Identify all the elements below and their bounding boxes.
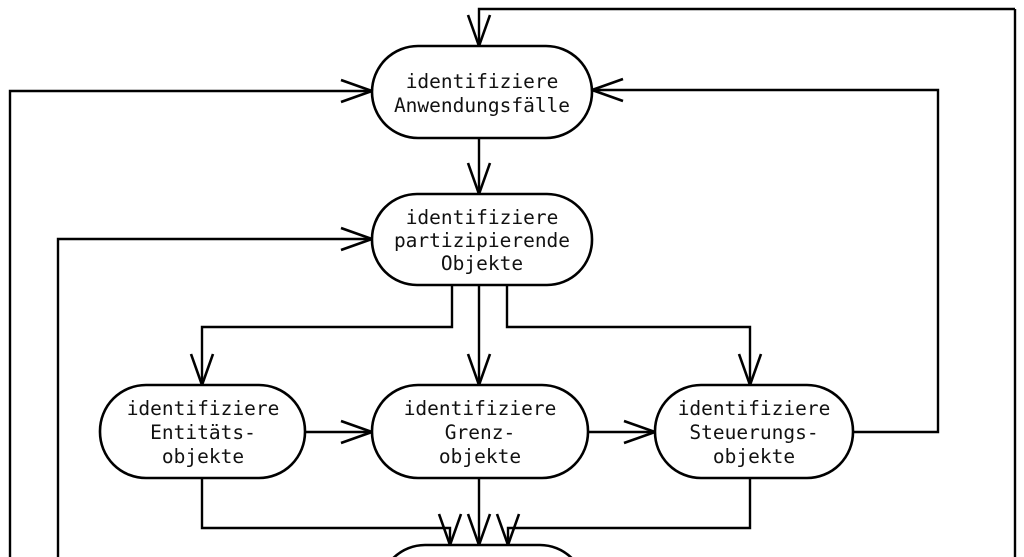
edge-top-feedback-into-anwendungsfaelle — [466, 7, 1015, 50]
edge-grenzobjekte-to-steuerungsobjekte — [588, 419, 659, 445]
node-label-partizipierende-objekte-line3: Objekte — [441, 252, 523, 275]
node-shape-anwendungsfaelle[interactable] — [370, 44, 594, 140]
node-identifiziere-grenzobjekte[interactable]: identifiziere Grenz- objekte — [370, 383, 590, 480]
edge-entitaetsobjekte-to-bottom-node — [200, 478, 463, 549]
edge-left-outer-into-anwendungsfaelle — [8, 78, 376, 557]
node-label-entitaetsobjekte-line2: Entitäts- — [150, 421, 256, 444]
node-label-partizipierende-objekte-line1: identifiziere — [406, 206, 559, 229]
edge-steuerungsobjekte-to-bottom-node — [495, 478, 752, 549]
node-label-anwendungsfaelle-line1: identifiziere — [406, 70, 559, 93]
node-identifiziere-partizipierende-objekte[interactable]: identifiziere partizipierende Objekte — [370, 192, 594, 287]
node-label-grenzobjekte-line1: identifiziere — [404, 397, 557, 420]
node-label-grenzobjekte-line3: objekte — [439, 445, 521, 468]
node-shape-steuerungsobjekte[interactable] — [653, 383, 855, 480]
node-shape-partizipierende-objekte[interactable] — [370, 192, 594, 287]
edge-steuerungsobjekte-to-anwendungsfaelle — [588, 77, 940, 434]
node-bottom-clipped[interactable] — [380, 543, 585, 557]
node-label-steuerungsobjekte-line2: Steuerungs- — [689, 421, 818, 444]
node-shape-bottom-clipped[interactable] — [380, 543, 585, 557]
node-label-partizipierende-objekte-line2: partizipierende — [394, 229, 570, 252]
node-shape-entitaetsobjekte[interactable] — [98, 383, 307, 480]
node-identifiziere-entitaetsobjekte[interactable]: identifiziere Entitäts- objekte — [98, 383, 307, 480]
node-label-grenzobjekte-line2: Grenz- — [445, 421, 515, 444]
node-label-entitaetsobjekte-line3: objekte — [162, 445, 244, 468]
node-label-entitaetsobjekte-line1: identifiziere — [127, 397, 280, 420]
edge-entitaetsobjekte-to-grenzobjekte — [305, 419, 376, 445]
edge-partizipierende-objekte-to-steuerungsobjekte — [505, 285, 763, 389]
edge-partizipierende-objekte-to-grenzobjekte — [466, 285, 492, 389]
edge-grenzobjekte-to-bottom-node — [466, 478, 492, 549]
node-label-steuerungsobjekte-line3: objekte — [713, 445, 795, 468]
node-label-anwendungsfaelle-line2: Anwendungsfälle — [394, 94, 570, 117]
node-shape-grenzobjekte[interactable] — [370, 383, 590, 480]
node-identifiziere-steuerungsobjekte[interactable]: identifiziere Steuerungs- objekte — [653, 383, 855, 480]
edge-partizipierende-objekte-to-entitaetsobjekte — [189, 285, 454, 389]
edge-anwendungsfaelle-to-partizipierende-objekte — [466, 138, 492, 198]
node-label-steuerungsobjekte-line1: identifiziere — [678, 397, 831, 420]
node-identifiziere-anwendungsfaelle[interactable]: identifiziere Anwendungsfälle — [370, 44, 594, 140]
